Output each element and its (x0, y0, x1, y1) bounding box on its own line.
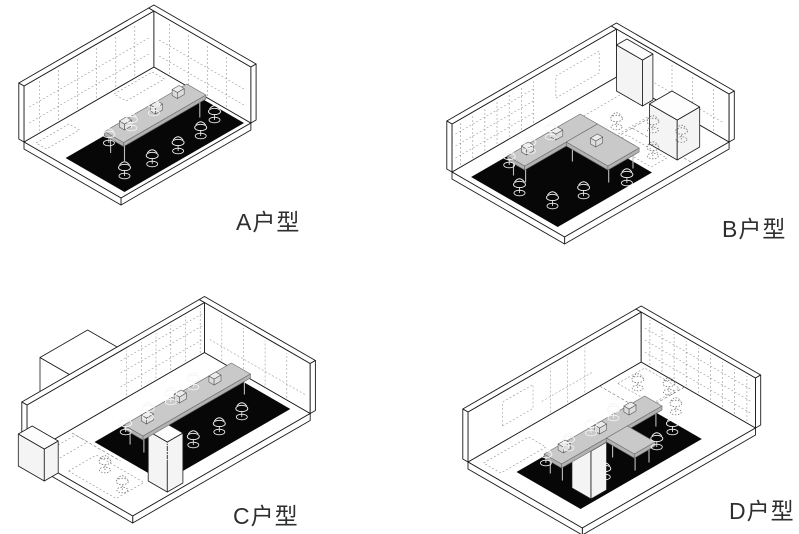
unit-a-label: A户型 (236, 209, 301, 235)
unit-a-drawing (18, 4, 257, 206)
unit-c-drawing (17, 296, 316, 524)
unit-b-drawing (446, 22, 735, 245)
unit-d-drawing (462, 305, 762, 534)
unit-c-label: C户型 (233, 503, 299, 529)
unit-d-label: D户型 (729, 498, 795, 524)
unit-b-label: B户型 (722, 216, 787, 242)
